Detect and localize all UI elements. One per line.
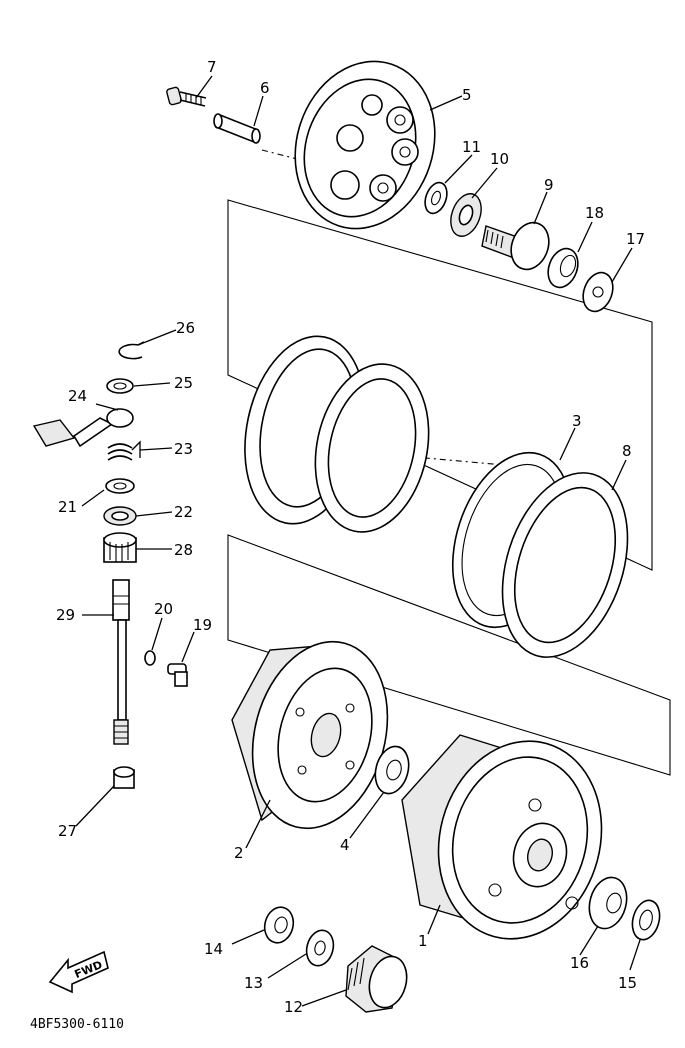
part-4-lock-washer — [374, 745, 410, 795]
fwd-arrow: FWD — [48, 950, 109, 994]
callout-12: 12 — [284, 998, 303, 1016]
part-23-spring — [107, 440, 141, 461]
callout-19: 19 — [193, 616, 212, 634]
part-15-washer — [631, 899, 661, 941]
callout-29: 29 — [56, 606, 75, 624]
part-28-bearing — [103, 532, 137, 563]
friction-plate-inner — [314, 363, 430, 533]
callout-6: 6 — [260, 79, 270, 97]
callout-28: 28 — [174, 541, 193, 559]
part-22-oil-seal — [103, 506, 137, 526]
callout-18: 18 — [585, 204, 604, 222]
part-10-bearing — [450, 193, 482, 237]
part-17-lock-washer — [582, 271, 614, 313]
callout-26: 26 — [176, 319, 195, 337]
callout-14: 14 — [204, 940, 223, 958]
part-20-washer — [144, 650, 156, 666]
callout-5: 5 — [462, 86, 472, 104]
callout-11: 11 — [462, 138, 481, 156]
callout-9: 9 — [544, 176, 554, 194]
part-14-washer — [263, 906, 295, 944]
part-21-washer — [105, 478, 135, 494]
part-12-gear — [345, 945, 408, 1013]
callout-22: 22 — [174, 503, 193, 521]
part-13-washer — [305, 929, 335, 967]
callout-17: 17 — [626, 230, 645, 248]
callout-23: 23 — [174, 440, 193, 458]
callout-7: 7 — [207, 58, 217, 76]
part-9-push-rod — [481, 221, 550, 271]
callout-27: 27 — [58, 822, 77, 840]
part-11-washer — [424, 181, 448, 215]
part-7-bolt — [166, 86, 207, 107]
part-27-bush — [113, 766, 135, 789]
part-1-clutch-housing — [401, 734, 603, 940]
leader-lines — [75, 75, 641, 1007]
callout-25: 25 — [174, 374, 193, 392]
callout-15: 15 — [618, 974, 637, 992]
part-2-clutch-boss — [231, 640, 389, 830]
diagram-code: 4BF5300-6110 — [30, 1017, 124, 1032]
callout-16: 16 — [570, 954, 589, 972]
part-18-nut — [547, 247, 579, 289]
callout-20: 20 — [154, 600, 173, 618]
callout-21: 21 — [58, 498, 77, 516]
part-6-pin — [213, 113, 261, 144]
callout-4: 4 — [340, 836, 350, 854]
callout-13: 13 — [244, 974, 263, 992]
part-16-spacer — [588, 876, 628, 930]
callout-1: 1 — [418, 932, 428, 950]
callout-10: 10 — [490, 150, 509, 168]
part-19-screw — [167, 663, 188, 687]
callout-8: 8 — [622, 442, 632, 460]
callout-3: 3 — [572, 412, 582, 430]
callout-2: 2 — [234, 844, 244, 862]
part-29-push-lever-shaft — [112, 579, 130, 745]
part-24-push-lever — [32, 408, 134, 448]
part-8-friction-plate — [501, 472, 629, 658]
callout-24: 24 — [68, 387, 87, 405]
part-25-washer — [106, 378, 134, 394]
part-5-pressure-plate — [294, 60, 436, 230]
callout-numbers: 7 6 5 11 10 9 18 17 3 8 26 25 24 23 21 2… — [56, 58, 645, 1016]
